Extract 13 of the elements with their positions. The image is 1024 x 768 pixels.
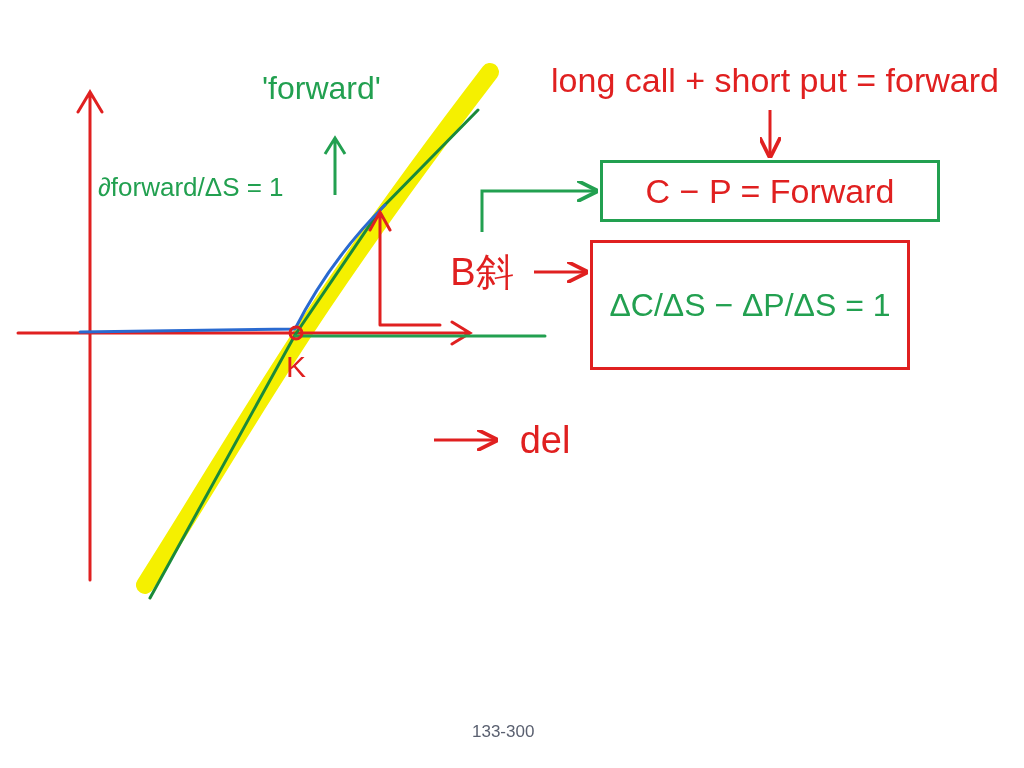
formula-text: long call + short put = forward bbox=[540, 50, 1010, 110]
arrow bbox=[757, 110, 783, 160]
curve-label: 'forward' bbox=[262, 70, 381, 107]
strike-label: K bbox=[286, 350, 306, 384]
formula-box: ΔC/ΔS − ΔP/ΔS = 1 bbox=[590, 240, 910, 370]
arrow bbox=[534, 259, 590, 285]
note-text: B斜 bbox=[432, 232, 532, 312]
arrow bbox=[480, 178, 600, 232]
formula-box: C − P = Forward bbox=[600, 160, 940, 222]
arrow bbox=[434, 427, 500, 453]
result-text: del bbox=[500, 410, 590, 470]
page-number: 133-300 bbox=[472, 722, 535, 742]
formula-text: ∂forward/ΔS = 1 bbox=[98, 172, 284, 203]
